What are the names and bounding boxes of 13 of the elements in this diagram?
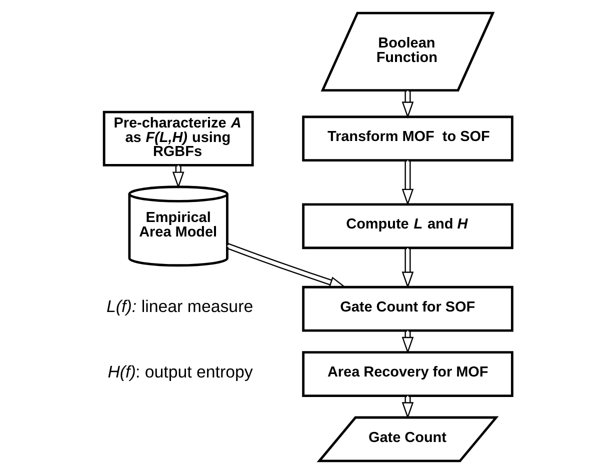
arrow [402, 330, 414, 354]
node-box: Area Recovery for MOF [302, 351, 514, 397]
arrow [402, 160, 414, 206]
label: H(f): output entropy [108, 362, 253, 382]
node-box: Transform MOF to SOF [302, 116, 514, 162]
arrow [402, 90, 414, 119]
arrow [402, 396, 414, 420]
arrow [402, 248, 414, 289]
node-box: Compute L and H [302, 203, 514, 250]
label: L(f): linear measure [106, 297, 254, 316]
node-box: Gate Count for SOF [302, 286, 514, 332]
node-box: Pre-characterize A as F(L,H) using RGBFs [102, 110, 254, 166]
arrow [226, 243, 346, 288]
